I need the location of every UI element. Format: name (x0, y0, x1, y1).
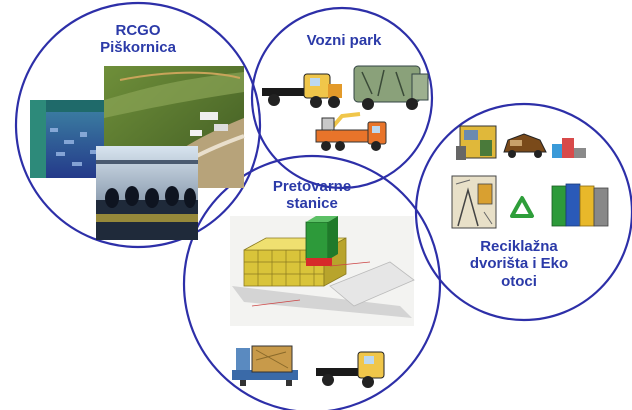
title-vozni-park: Vozni park (296, 32, 392, 49)
recycling-yard-icon (451, 175, 497, 229)
title-reciklazna-line-2: dvorišta i Eko (469, 255, 569, 273)
circle-rcgo (14, 1, 262, 249)
green-container (305, 216, 338, 266)
transfer-station-diagram (230, 216, 415, 326)
title-pretovarne-line-2: stanice (286, 195, 338, 213)
circle-pretovarne-stanice (182, 154, 442, 410)
sorting-line-photo (96, 146, 198, 240)
crane-truck-icon (315, 112, 387, 151)
title-rcgo: RCGO Piškornica (86, 22, 190, 57)
circle-reciklazna-dvorista (414, 102, 632, 322)
tow-truck-icon (316, 351, 385, 388)
title-reciklazna-line-3: otoci (501, 272, 537, 290)
circle-vozni-park (250, 6, 434, 190)
title-rcgo-line-2: Piškornica (100, 39, 176, 57)
tow-truck-icon (262, 73, 342, 108)
title-reciklazna-dvorista: Reciklažna dvorišta i Eko otoci (458, 238, 580, 290)
waste-pit-photo (30, 100, 112, 178)
compactor-container-icon (232, 345, 298, 386)
title-rcgo-line-1: RCGO (115, 22, 161, 39)
title-pretovarne-line-1: Pretovarne (272, 178, 352, 195)
paint-cans-icon (552, 138, 586, 158)
recycle-symbol-icon (505, 195, 541, 219)
title-reciklazna-line-1: Reciklažna (480, 238, 558, 255)
recycling-bins-icon (551, 183, 609, 227)
old-car-icon (503, 133, 547, 158)
old-appliances-icon (456, 125, 497, 160)
title-pretovarne-stanice: Pretovarne stanice (262, 178, 362, 213)
garbage-truck-icon (353, 65, 429, 110)
title-vozni-park-line-1: Vozni park (306, 32, 382, 49)
